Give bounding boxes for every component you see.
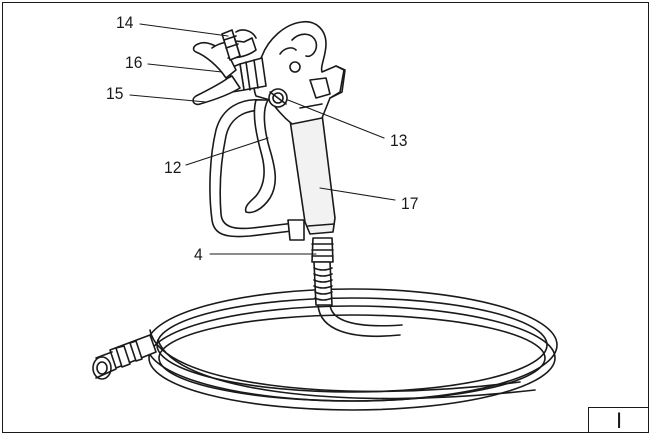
gun-body <box>253 20 346 125</box>
gun-grip <box>289 113 336 235</box>
figure-marker-box: I <box>588 407 649 433</box>
hose-coil <box>146 288 558 411</box>
leader-lines <box>129 23 396 255</box>
callout-13: 13 <box>390 131 408 150</box>
tip-handle <box>221 29 241 61</box>
callout-15: 15 <box>106 84 124 103</box>
trigger <box>244 99 277 214</box>
trigger-guard <box>209 98 305 241</box>
callout-4: 4 <box>194 245 203 264</box>
spray-tip-wings <box>192 29 257 106</box>
callout-16: 16 <box>125 53 143 72</box>
figure-marker-label: I <box>615 407 623 433</box>
tip-guard <box>229 57 267 93</box>
swivel-spring <box>311 237 334 306</box>
callout-12: 12 <box>164 158 182 177</box>
hose-lead <box>317 304 403 338</box>
callout-14: 14 <box>116 13 134 32</box>
callout-17: 17 <box>401 194 419 213</box>
safety-lock <box>268 88 288 108</box>
hose-end-fitting <box>92 334 157 380</box>
